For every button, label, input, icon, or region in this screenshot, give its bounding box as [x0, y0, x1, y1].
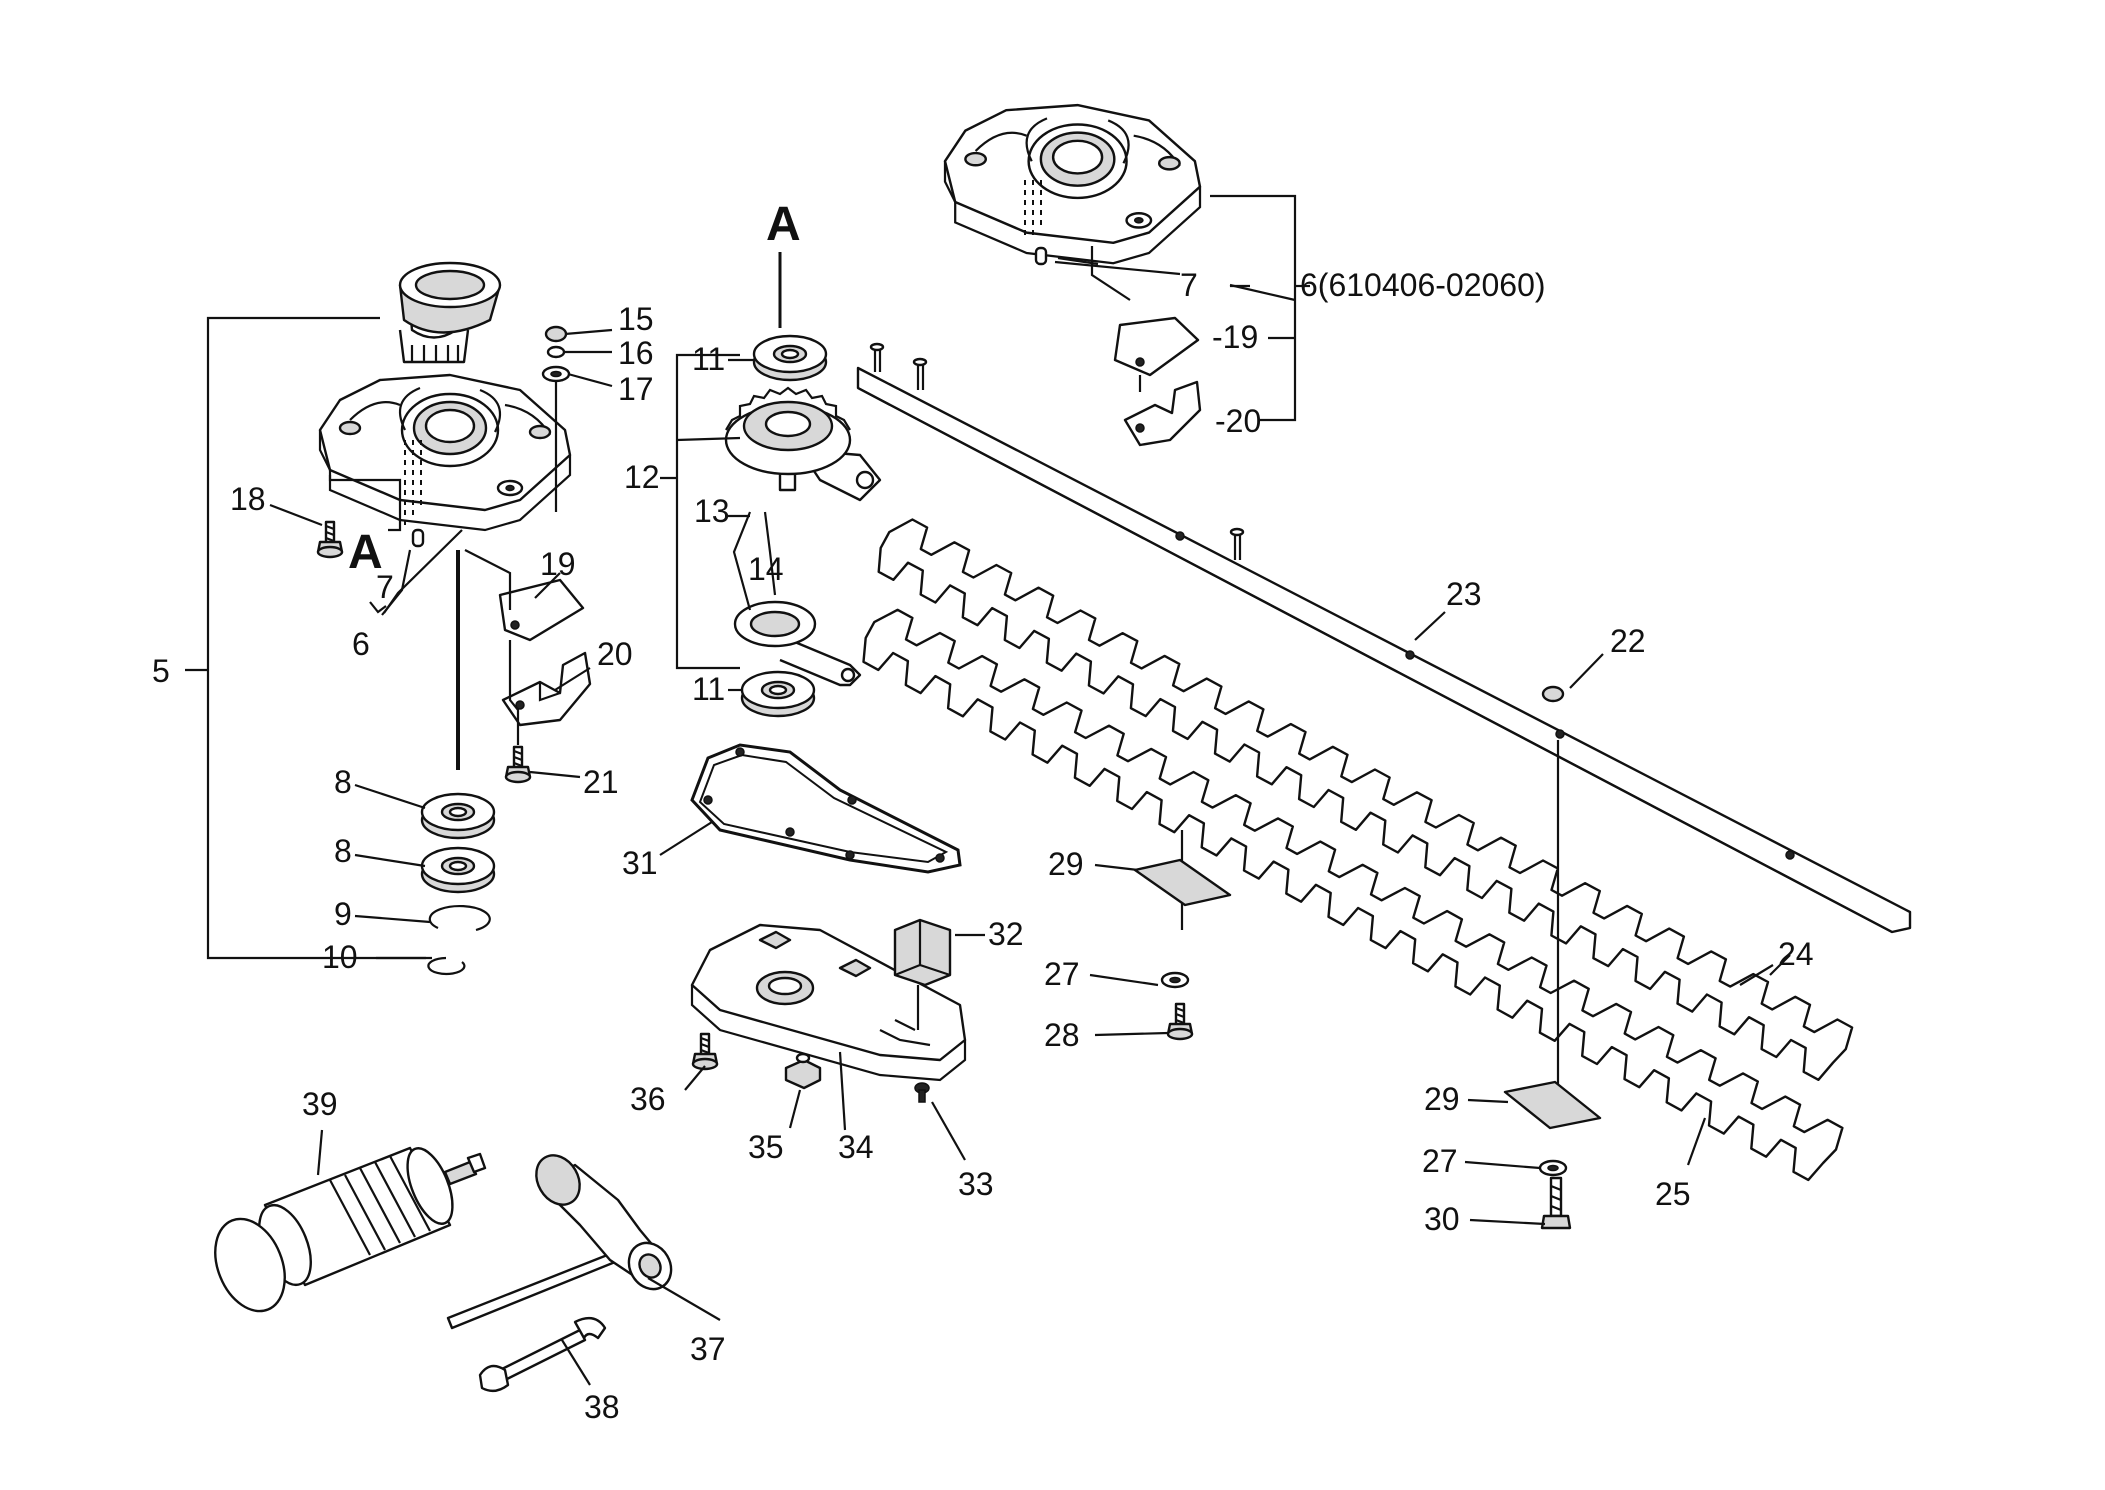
callout-20: 20: [597, 636, 633, 672]
part-35-nut: [784, 1052, 822, 1090]
callout-24: 24: [1778, 936, 1814, 972]
callout-27-lower: 27: [1422, 1143, 1458, 1179]
callout-5: 5: [152, 653, 170, 689]
part-9-circlip: [428, 904, 491, 932]
callout-12: 12: [624, 459, 660, 495]
callout-36: 36: [630, 1081, 666, 1117]
callout-38: 38: [584, 1389, 620, 1425]
callout-31: 31: [622, 845, 658, 881]
part-8-bearing-upper: [420, 792, 496, 840]
callout-11-lower: 11: [692, 671, 725, 707]
callout-13: 13: [694, 493, 730, 529]
part-7-pin-spare: [1034, 246, 1048, 266]
part-33-screw: [914, 1082, 930, 1103]
part-7-pin: [411, 528, 425, 548]
part-37-socket-wrench: [446, 1154, 673, 1330]
callout-39: 39: [302, 1086, 338, 1122]
callout-10: 10: [322, 939, 358, 975]
pinion-cup: [398, 261, 502, 364]
callout-22: 22: [1610, 623, 1646, 659]
callout-17: 17: [618, 371, 654, 407]
left-gear-assembly: [185, 261, 592, 976]
part-27-washer-lower: [1538, 1159, 1568, 1177]
part-17-washer: [541, 365, 571, 383]
center-gear-stack: [660, 252, 882, 718]
part-34-cover: [690, 923, 967, 1082]
part-18-bolt: [316, 520, 344, 559]
part-36-screw: [691, 1032, 719, 1071]
callout-33: 33: [958, 1166, 994, 1202]
part-29-guide-upper: [1133, 858, 1232, 907]
leader-lines: [269, 256, 1791, 1386]
callout-27-upper: 27: [1044, 956, 1080, 992]
callout-32: 32: [988, 916, 1024, 952]
callout-28: 28: [1044, 1017, 1080, 1053]
part-29-guide-lower: [1503, 1080, 1602, 1130]
left-gear-case: [318, 373, 572, 532]
part-19-plate-spare: [1113, 316, 1200, 377]
callout-21: 21: [583, 764, 619, 800]
callout-34: 34: [838, 1129, 874, 1165]
callout-9: 9: [334, 896, 352, 932]
blade-assembly: [856, 342, 1912, 1230]
part-22-nut: [1541, 685, 1565, 703]
part-21-bolt: [504, 745, 532, 784]
callout-23: 23: [1446, 576, 1482, 612]
part-8-bearing-lower: [420, 846, 496, 894]
callout-35: 35: [748, 1129, 784, 1165]
part-20-bracket: [501, 651, 592, 727]
callout-6-full: 6(610406-02060): [1300, 267, 1546, 303]
part-23-bar: [856, 342, 1912, 934]
callout-19: 19: [540, 546, 576, 582]
part-11-bearing-lower: [740, 670, 816, 718]
callout-20-spare: -20: [1215, 403, 1261, 439]
callout-29-upper: 29: [1048, 846, 1084, 882]
callout-7: 7: [376, 569, 394, 605]
part-11-bearing-upper: [752, 334, 828, 382]
part-20-bracket-spare: [1123, 380, 1202, 447]
callout-30: 30: [1424, 1201, 1460, 1237]
callout-15: 15: [618, 301, 654, 337]
callout-8-upper: 8: [334, 764, 352, 800]
callout-14: 14: [748, 551, 784, 587]
callout-labels: A A 5 6 6(610406-02060) 7 7 8 8 9 10 11 …: [152, 198, 1814, 1425]
callout-7-spare: 7: [1180, 267, 1198, 303]
part-30-bolt: [1540, 1176, 1572, 1230]
part-24-blade: [877, 518, 1854, 1081]
section-letter-top: A: [766, 198, 801, 251]
part-39-grease-tube: [214, 1146, 487, 1313]
callout-37: 37: [690, 1331, 726, 1367]
callout-19-spare: -19: [1212, 319, 1258, 355]
part-32-clip: [893, 918, 952, 987]
callout-6: 6: [352, 626, 370, 662]
part-27-washer-upper: [1160, 971, 1190, 989]
part-25-blade: [862, 608, 1844, 1182]
part-10-circlip: [427, 956, 466, 976]
callout-25: 25: [1655, 1176, 1691, 1212]
part-19-plate: [498, 578, 585, 642]
callout-16: 16: [618, 335, 654, 371]
callout-29-lower: 29: [1424, 1081, 1460, 1117]
spare-gear-case: [943, 103, 1310, 447]
part-15-nut: [544, 325, 568, 343]
part-31-gasket: [690, 743, 962, 874]
part-14-washer: [733, 600, 862, 687]
callout-11-upper: 11: [692, 341, 725, 377]
callout-8-lower: 8: [334, 833, 352, 869]
part-12-gear: [724, 386, 882, 502]
part-16-lockwasher: [546, 345, 566, 359]
part-28-bolt: [1166, 1002, 1194, 1041]
callout-18: 18: [230, 481, 266, 517]
section-letter-left: A: [348, 526, 383, 579]
